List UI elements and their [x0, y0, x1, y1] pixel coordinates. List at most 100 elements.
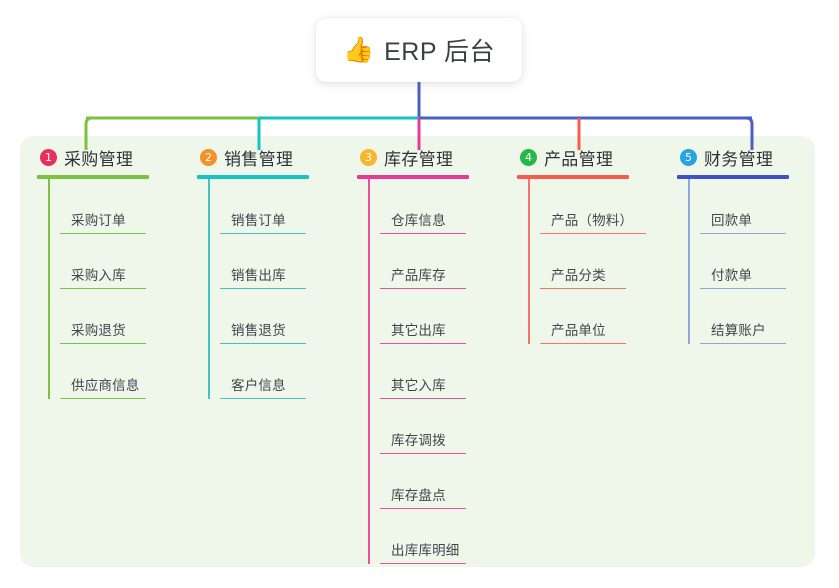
column-rule — [677, 175, 789, 179]
column-5: 5 财务管理回款单付款单结算账户 — [676, 142, 836, 344]
leaf-item-rule — [220, 287, 306, 289]
column-1: 1 采购管理采购订单采购入库采购退货供应商信息 — [36, 142, 196, 399]
leaf-item-label: 销售退货 — [231, 323, 286, 338]
leaf-item-rule — [540, 342, 626, 344]
leaf-item[interactable]: 回款单 — [688, 179, 836, 234]
column-rule — [517, 175, 629, 179]
leaf-item[interactable]: 客户信息 — [208, 344, 356, 399]
leaf-item[interactable]: 产品单位 — [528, 289, 676, 344]
leaf-item-label: 采购入库 — [71, 268, 126, 283]
leaf-item-label: 产品库存 — [391, 268, 446, 283]
leaf-spine — [48, 179, 50, 399]
leaf-item-rule — [220, 397, 306, 399]
leaf-item-label: 其它出库 — [391, 323, 446, 338]
diagram-panel — [20, 136, 815, 567]
thumbs-up-icon: 👍 — [342, 35, 375, 64]
root-node-title: ERP 后台 — [384, 38, 496, 66]
leaf-item[interactable]: 采购退货 — [48, 289, 196, 344]
leaf-list: 仓库信息产品库存其它出库其它入库库存调拨库存盘点出库库明细 — [356, 179, 516, 564]
leaf-item[interactable]: 采购订单 — [48, 179, 196, 234]
leaf-item-label: 回款单 — [711, 213, 753, 228]
leaf-item-label: 销售出库 — [231, 268, 286, 283]
leaf-item-rule — [700, 232, 786, 234]
column-header-3[interactable]: 3 库存管理 — [356, 142, 516, 172]
column-title: 财务管理 — [704, 149, 774, 169]
column-4: 4 产品管理产品（物料） 产品分类产品单位 — [516, 142, 676, 344]
leaf-list: 采购订单采购入库采购退货供应商信息 — [36, 179, 196, 399]
leaf-item-rule — [540, 232, 646, 234]
leaf-item-label: 结算账户 — [711, 323, 766, 338]
leaf-item-label: 产品分类 — [551, 268, 606, 283]
leaf-item-rule — [60, 342, 146, 344]
leaf-item-rule — [540, 287, 626, 289]
leaf-item[interactable]: 结算账户 — [688, 289, 836, 344]
leaf-item-rule — [380, 287, 466, 289]
leaf-item-rule — [380, 232, 466, 234]
leaf-item-label: 客户信息 — [231, 378, 286, 393]
leaf-item[interactable]: 其它入库 — [368, 344, 516, 399]
leaf-item[interactable]: 库存盘点 — [368, 454, 516, 509]
leaf-item[interactable]: 销售订单 — [208, 179, 356, 234]
leaf-spine — [688, 179, 690, 344]
column-title: 产品管理 — [544, 149, 614, 169]
column-2: 2 销售管理销售订单销售出库销售退货客户信息 — [196, 142, 356, 399]
leaf-item[interactable]: 出库库明细 — [368, 509, 516, 564]
column-rule — [37, 175, 149, 179]
leaf-item-rule — [700, 342, 786, 344]
root-node-card[interactable]: 👍 ERP 后台 — [316, 18, 522, 82]
leaf-item-label: 产品单位 — [551, 323, 606, 338]
leaf-item-label: 供应商信息 — [71, 378, 140, 393]
leaf-item-rule — [220, 342, 306, 344]
leaf-item[interactable]: 库存调拨 — [368, 399, 516, 454]
leaf-list: 销售订单销售出库销售退货客户信息 — [196, 179, 356, 399]
leaf-item-label: 采购订单 — [71, 213, 126, 228]
leaf-item[interactable]: 付款单 — [688, 234, 836, 289]
leaf-item-label: 其它入库 — [391, 378, 446, 393]
leaf-item-rule — [380, 507, 466, 509]
leaf-item[interactable]: 仓库信息 — [368, 179, 516, 234]
column-header-5[interactable]: 5 财务管理 — [676, 142, 836, 172]
leaf-item[interactable]: 其它出库 — [368, 289, 516, 344]
leaf-item-label: 仓库信息 — [391, 213, 446, 228]
leaf-list: 回款单付款单结算账户 — [676, 179, 836, 344]
leaf-item-rule — [60, 287, 146, 289]
leaf-item-label: 出库库明细 — [391, 543, 460, 558]
leaf-item[interactable]: 产品（物料） — [528, 179, 676, 234]
leaf-item-label: 销售订单 — [231, 213, 286, 228]
column-number-badge: 5 — [680, 148, 697, 166]
column-number-badge: 1 — [40, 148, 57, 166]
column-3: 3 库存管理仓库信息产品库存其它出库其它入库库存调拨库存盘点出库库明细 — [356, 142, 516, 564]
leaf-item-rule — [380, 562, 466, 564]
leaf-item-label: 付款单 — [711, 268, 753, 283]
column-header-4[interactable]: 4 产品管理 — [516, 142, 676, 172]
leaf-spine — [368, 179, 370, 564]
leaf-item[interactable]: 销售出库 — [208, 234, 356, 289]
leaf-item[interactable]: 销售退货 — [208, 289, 356, 344]
leaf-item[interactable]: 采购入库 — [48, 234, 196, 289]
column-header-2[interactable]: 2 销售管理 — [196, 142, 356, 172]
column-number-badge: 2 — [200, 148, 217, 166]
leaf-item-rule — [380, 397, 466, 399]
leaf-list: 产品（物料） 产品分类产品单位 — [516, 179, 676, 344]
leaf-item[interactable]: 产品库存 — [368, 234, 516, 289]
column-title: 库存管理 — [384, 149, 454, 169]
leaf-item[interactable]: 供应商信息 — [48, 344, 196, 399]
leaf-item-label: 库存盘点 — [391, 488, 446, 503]
leaf-item-label: 采购退货 — [71, 323, 126, 338]
column-header-1[interactable]: 1 采购管理 — [36, 142, 196, 172]
leaf-item-label: 产品（物料） — [551, 213, 634, 228]
leaf-item-rule — [380, 342, 466, 344]
column-title: 销售管理 — [224, 149, 294, 169]
leaf-item-rule — [60, 397, 146, 399]
column-rule — [197, 175, 309, 179]
leaf-item-label: 库存调拨 — [391, 433, 446, 448]
leaf-item-rule — [380, 452, 466, 454]
leaf-spine — [208, 179, 210, 399]
leaf-item[interactable]: 产品分类 — [528, 234, 676, 289]
leaf-item-rule — [700, 287, 786, 289]
column-number-badge: 3 — [360, 148, 377, 166]
column-rule — [357, 175, 469, 179]
column-title: 采购管理 — [64, 149, 134, 169]
leaf-item-rule — [220, 232, 306, 234]
column-number-badge: 4 — [520, 148, 537, 166]
